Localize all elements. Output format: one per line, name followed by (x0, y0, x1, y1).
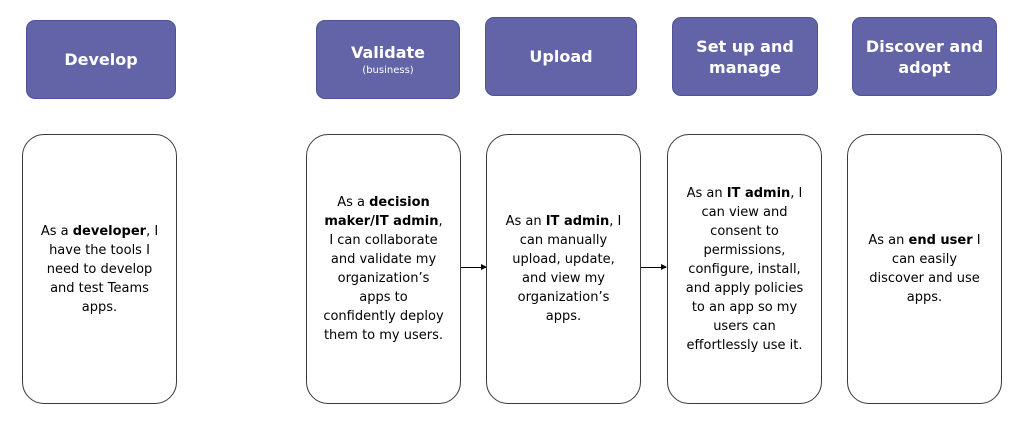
stage-card-upload: As an IT admin, I can manually upload, u… (486, 134, 641, 404)
stage-subtitle: (business) (362, 65, 414, 76)
stage-header-validate: Validate (business) (316, 20, 460, 99)
stage-header-discover: Discover and adopt (852, 17, 997, 96)
stage-header-setup: Set up and manage (672, 17, 818, 96)
stage-title: Discover and adopt (865, 36, 984, 77)
stage-card-discover: As an end user I can easily discover and… (847, 134, 1002, 404)
stage-title: Validate (350, 43, 426, 62)
stage-title: Upload (529, 47, 593, 66)
stage-header-develop: Develop (26, 20, 176, 99)
stage-card-setup: As an IT admin, I can view and consent t… (667, 134, 822, 404)
stage-title: Develop (64, 50, 138, 69)
stage-description: As a developer, I have the tools I need … (40, 223, 159, 315)
flow-arrow (461, 264, 487, 270)
flow-arrow (641, 264, 667, 270)
stage-description: As an end user I can easily discover and… (868, 233, 981, 305)
stage-title: Set up and manage (696, 36, 794, 77)
stage-header-upload: Upload (485, 17, 637, 96)
stage-description: As a decision maker/IT admin, I can coll… (323, 195, 444, 343)
stage-card-validate: As a decision maker/IT admin, I can coll… (306, 134, 461, 404)
stage-card-develop: As a developer, I have the tools I need … (22, 134, 177, 404)
stage-description: As an IT admin, I can manually upload, u… (505, 214, 622, 324)
stage-description: As an IT admin, I can view and consent t… (685, 185, 804, 353)
